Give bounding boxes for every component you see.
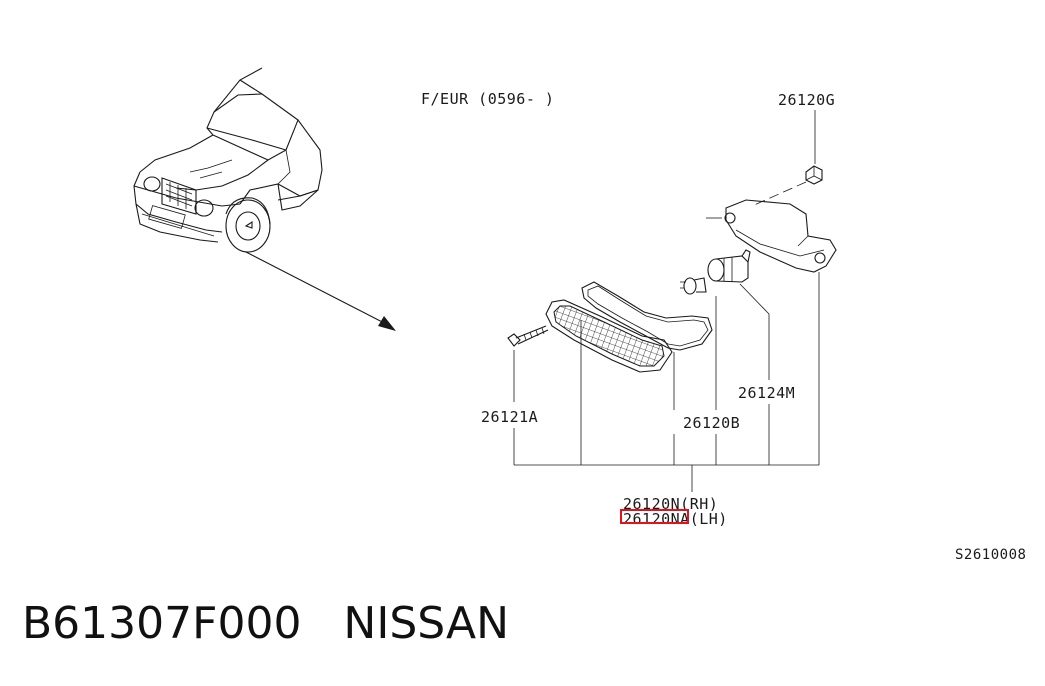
footer-title: B61307F000 NISSAN xyxy=(22,598,509,649)
variant-label: F/EUR (0596- ) xyxy=(421,90,554,108)
clip-26120g-part xyxy=(751,110,823,207)
socket-part xyxy=(707,249,751,283)
bulb-part xyxy=(680,277,707,295)
pointer-arrow xyxy=(245,251,396,331)
reference-code: S2610008 xyxy=(955,547,1026,563)
highlight-box xyxy=(620,509,689,524)
brand-name: NISSAN xyxy=(343,598,510,649)
leader-lines xyxy=(513,272,820,492)
part-label-26120g[interactable]: 26120G xyxy=(778,91,835,109)
gasket-part xyxy=(581,281,713,351)
part-label-26124m[interactable]: 26124M xyxy=(738,384,795,402)
car-illustration xyxy=(133,67,323,253)
screw-part xyxy=(507,325,549,347)
part-label-26120na-lh[interactable]: 26120NA(LH) xyxy=(623,510,728,528)
part-label-26120b[interactable]: 26120B xyxy=(683,414,740,432)
part-label-26120n-rh[interactable]: 26120N(RH) xyxy=(623,495,718,513)
part-number: B61307F000 xyxy=(22,598,302,649)
housing-part xyxy=(706,199,837,273)
part-label-26121a[interactable]: 26121A xyxy=(481,408,538,426)
lens-part xyxy=(545,299,673,373)
